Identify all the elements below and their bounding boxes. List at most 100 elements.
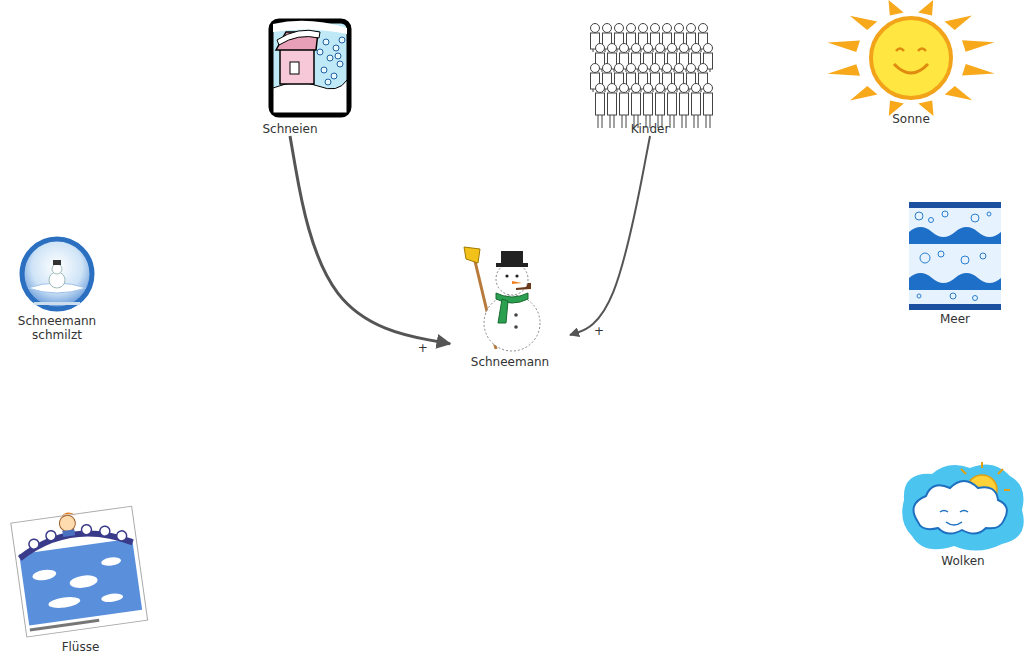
child-head <box>675 64 684 73</box>
sea-bubble <box>942 211 948 217</box>
child-figure <box>596 84 605 129</box>
ice-floe <box>48 595 81 609</box>
child-figure <box>632 84 641 129</box>
child-head <box>663 24 672 33</box>
child-head <box>615 24 624 33</box>
child-head <box>596 84 605 93</box>
sea-wave <box>909 273 1001 290</box>
node-icon <box>587 18 713 120</box>
child-body <box>608 93 617 115</box>
snowflake <box>317 49 323 55</box>
child-head <box>699 64 708 73</box>
snowman-head <box>496 263 528 295</box>
child-head <box>668 44 677 53</box>
river-frame <box>11 506 148 637</box>
child-legs <box>670 115 674 128</box>
edge-label: + <box>594 325 604 337</box>
snowman-eye <box>515 274 518 277</box>
child-head <box>663 64 672 73</box>
node-label: Schneien <box>262 122 317 136</box>
child-head <box>620 84 629 93</box>
ice-floe <box>101 556 122 567</box>
snowflake <box>331 73 337 79</box>
child-head <box>591 24 600 33</box>
snowflake <box>339 37 345 43</box>
node-icon <box>905 202 1005 310</box>
icon-group <box>22 239 92 309</box>
child-figure <box>620 84 629 129</box>
child-body <box>656 93 665 115</box>
child-legs <box>706 115 710 128</box>
connector-arrow <box>290 136 450 344</box>
ice-floe <box>69 574 98 590</box>
sea-bubble <box>917 294 921 298</box>
snowman-pipe <box>516 283 531 290</box>
node-icon-box: Flüsse <box>8 504 153 654</box>
child-head <box>632 84 641 93</box>
child-body <box>632 93 641 115</box>
child-legs <box>682 115 686 128</box>
sun-ray <box>828 41 860 53</box>
bridge-spiral <box>116 530 127 541</box>
bridge-spiral <box>45 530 56 541</box>
child-head <box>603 24 612 33</box>
node-icon-box: Meer <box>898 202 1012 326</box>
cloud-face <box>940 511 968 526</box>
child-head <box>651 64 660 73</box>
child-legs <box>598 115 602 128</box>
snowflake <box>327 55 333 61</box>
child-head <box>704 44 713 53</box>
child-head <box>680 84 689 93</box>
scarf-tail <box>498 299 508 323</box>
house-wall <box>280 48 314 84</box>
child-head <box>608 44 617 53</box>
snowflake <box>325 79 331 85</box>
node-icon <box>248 18 332 120</box>
icon-group <box>902 462 1024 551</box>
bridge-spiral <box>28 539 39 550</box>
child-head <box>603 64 612 73</box>
sun-ray <box>945 86 972 100</box>
hat-brim <box>496 263 528 267</box>
child-body <box>704 93 713 115</box>
melt-disc <box>22 239 92 309</box>
child-head <box>680 44 689 53</box>
roof-snow <box>277 30 320 45</box>
node-label: Meer <box>940 312 970 326</box>
child-legs <box>694 115 698 128</box>
river-picture <box>10 504 147 637</box>
child-head <box>632 44 641 53</box>
child-figure <box>644 84 653 129</box>
snow-ground <box>273 80 347 113</box>
ice-floe <box>101 592 124 603</box>
child-legs <box>622 115 626 128</box>
sea-bubble <box>915 212 923 220</box>
sea-bubble <box>950 293 956 299</box>
broom-bristles <box>464 247 480 263</box>
child-figure <box>656 84 665 129</box>
river-caption-bar <box>30 619 100 632</box>
child-figure <box>608 84 617 129</box>
child-body <box>644 93 653 115</box>
melt-base <box>34 302 80 305</box>
sea-bg <box>909 202 1001 310</box>
icon-frame <box>271 21 349 115</box>
sun-smile <box>894 64 928 73</box>
node-label: Sonne <box>892 112 930 126</box>
icon-group <box>10 504 147 637</box>
sea-bubble <box>929 218 934 223</box>
child-head <box>591 64 600 73</box>
snowman-scarf <box>496 293 528 303</box>
node-icon-box: Wolken <box>898 460 1028 568</box>
boy-body <box>62 529 75 537</box>
sea-bubble <box>973 296 978 301</box>
snowman-button <box>514 325 518 329</box>
sun-eyes <box>896 49 926 52</box>
sea-bubble <box>987 212 991 216</box>
child-body <box>596 93 605 115</box>
child-head <box>699 24 708 33</box>
sun-ray <box>945 15 972 29</box>
child-head <box>608 84 617 93</box>
child-head <box>687 24 696 33</box>
